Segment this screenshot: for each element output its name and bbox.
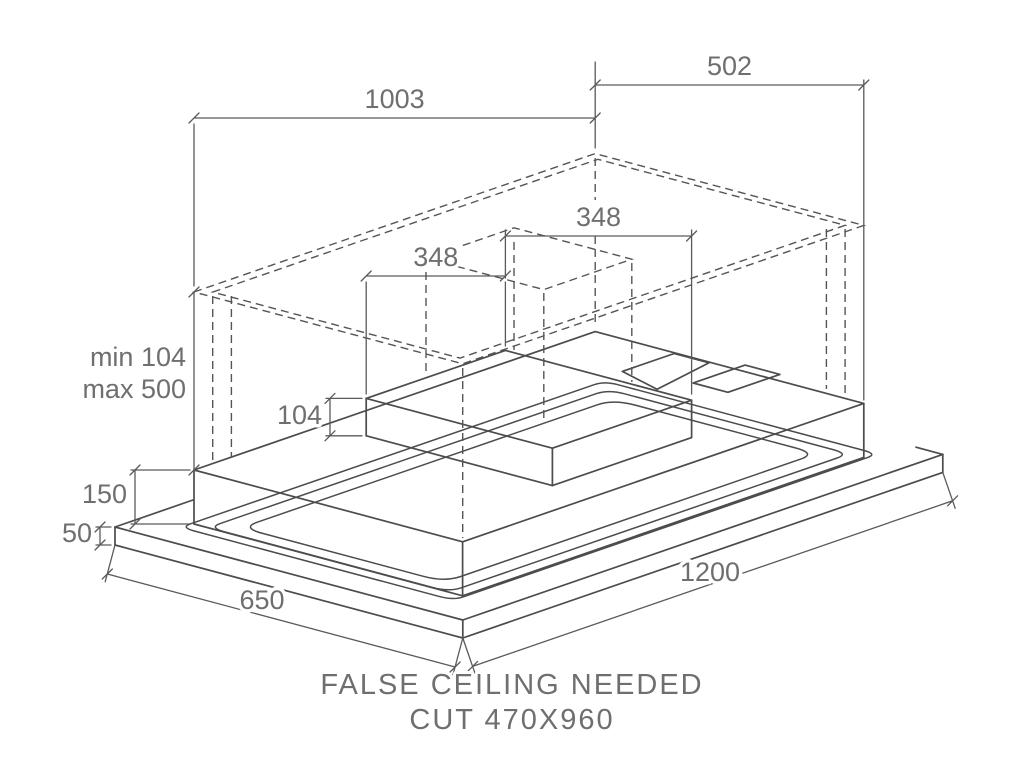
dim-150-lines: [129, 464, 191, 530]
ceiling-panel: [114, 446, 944, 639]
label-recess-max: max 500: [82, 374, 186, 404]
hood-body: [193, 330, 865, 597]
dimension-150: [129, 464, 191, 530]
dimension-348-depth: [499, 229, 698, 395]
dim-348w-lines: [360, 270, 512, 395]
motor-verticals: [365, 397, 693, 487]
dimension-1200: [462, 471, 959, 675]
dim-50-lines: [94, 521, 112, 551]
label-duct-width: 348: [413, 242, 458, 272]
glass-outline-outer: [185, 382, 873, 600]
label-panel-depth: 650: [239, 585, 284, 615]
panel-corner-verticals: [114, 453, 944, 639]
dim-1200-lines: [462, 471, 959, 675]
duct-outline: [423, 227, 635, 291]
dimension-labels: 1003 502 348 348 104 min 104 max 500 150…: [58, 48, 755, 619]
dim-502-lines: [589, 79, 870, 401]
dim-650-lines: [101, 544, 464, 676]
mounting-pads: [621, 352, 781, 394]
dimension-502: [589, 79, 870, 401]
recess-top-outer: [191, 152, 867, 365]
dim-348d-lines: [499, 229, 698, 395]
motor-bottom-edges: [365, 434, 693, 487]
dimension-50: [94, 521, 112, 551]
recess-vertical-edges: [212, 158, 846, 538]
dimension-348-width: [360, 270, 512, 395]
label-top-width: 1003: [365, 84, 425, 114]
recess-top-inner: [210, 158, 848, 359]
label-duct-depth: 348: [576, 202, 621, 232]
dimension-1003: [188, 61, 601, 287]
label-inner-height: 104: [277, 400, 322, 430]
label-panel-thickness: 50: [62, 518, 92, 548]
label-recess-min: min 104: [90, 342, 186, 372]
body-verticals: [193, 402, 865, 597]
dimension-min-max: [188, 286, 200, 476]
label-body-height: 150: [82, 479, 127, 509]
dim-minmax-lines: [188, 286, 200, 476]
recess-dashed-box: [191, 152, 867, 538]
panel-top-back-stubs: [114, 446, 944, 528]
body-bottom-edges: [193, 456, 865, 597]
dimension-104: [324, 392, 363, 442]
dim-104-lines: [324, 392, 363, 442]
motor-housing: [365, 349, 693, 487]
dim-1003-lines: [188, 61, 601, 287]
dimension-650: [101, 544, 464, 676]
caption-line-1: FALSE CEILING NEEDED: [320, 669, 703, 701]
caption-line-2: CUT 470X960: [409, 704, 614, 736]
mounting-pad-1: [621, 352, 710, 391]
mounting-pad-2: [692, 364, 781, 394]
body-top-face: [193, 330, 865, 543]
label-panel-width: 1200: [680, 557, 740, 587]
duct-verticals: [425, 242, 633, 421]
caption: FALSE CEILING NEEDED CUT 470X960: [317, 666, 704, 739]
glass-outline-inner: [249, 401, 809, 580]
label-top-depth: 502: [707, 51, 752, 81]
